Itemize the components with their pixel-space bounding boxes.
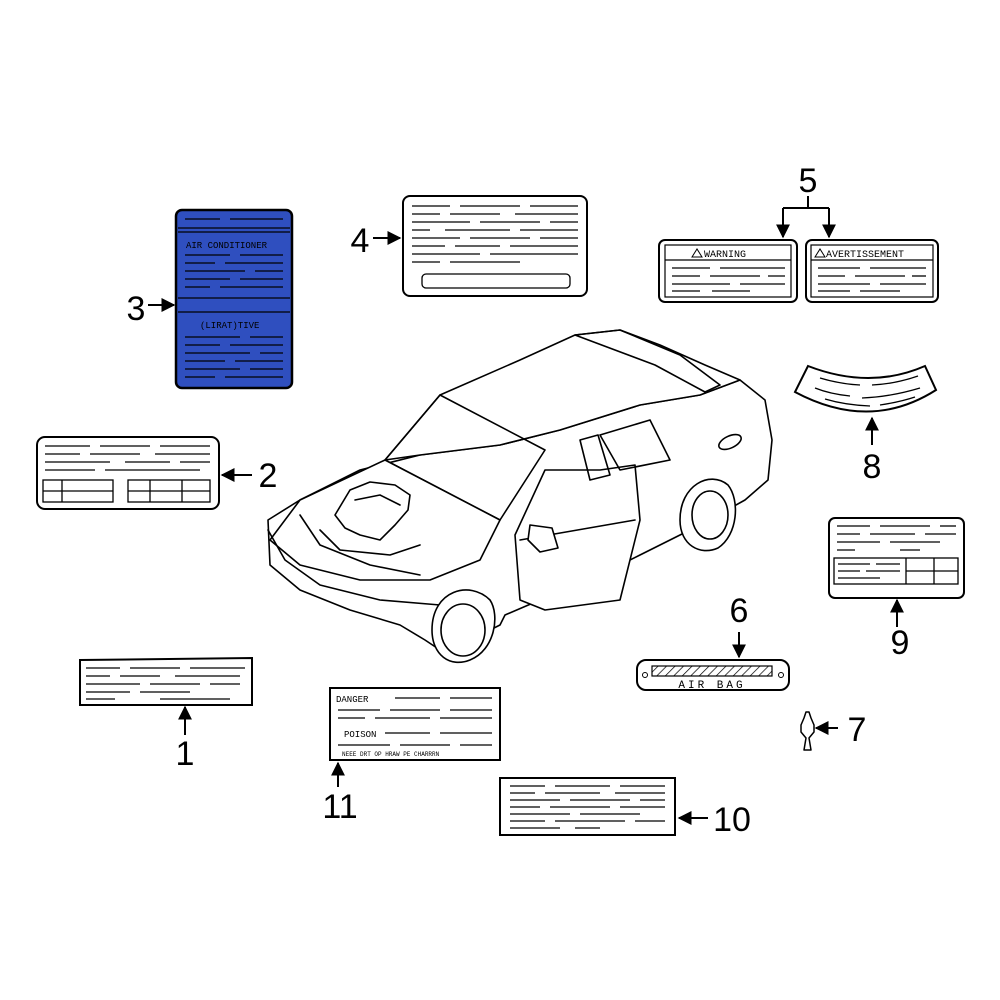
callout-1: 1: [176, 735, 195, 773]
callout-6: 6: [730, 592, 749, 630]
callout-8: 8: [863, 448, 882, 486]
label11-footer-text: NEEE DRT OP HRAW PE CHARRRN: [342, 751, 440, 758]
callout-2: 2: [259, 457, 278, 495]
callout-5-arrows: [776, 196, 836, 239]
callout-4: 4: [351, 222, 370, 260]
label-3-air-conditioner[interactable]: AIR CONDITIONER (LIRAT)TIVE: [174, 208, 294, 390]
callout-9: 9: [891, 624, 910, 662]
avertissement-text: AVERTISSEMENT: [826, 250, 904, 261]
warning-text: WARNING: [704, 250, 746, 261]
label-6-air-bag[interactable]: AIR BAG: [636, 659, 790, 692]
label-5-warning[interactable]: WARNING: [658, 239, 798, 303]
label-4[interactable]: [402, 195, 588, 297]
label-11[interactable]: DANGER POISON NEEE DRT OP HRAW PE CHARRR…: [329, 687, 501, 761]
car-illustration: [267, 329, 773, 664]
callout-5: 5: [799, 162, 818, 200]
danger-text: DANGER: [336, 695, 369, 705]
air-bag-text: AIR BAG: [678, 680, 745, 692]
label-5-avertissement[interactable]: AVERTISSEMENT: [805, 239, 939, 303]
label-9[interactable]: [828, 517, 965, 599]
callout-7: 7: [848, 711, 867, 749]
callout-11: 11: [322, 788, 357, 826]
label-1[interactable]: [79, 656, 253, 706]
part-7-clip[interactable]: [800, 711, 815, 751]
label-10[interactable]: [499, 777, 676, 836]
callout-3: 3: [127, 290, 146, 328]
poison-text: POISON: [344, 730, 376, 740]
label-8[interactable]: [793, 364, 938, 413]
callout-10: 10: [713, 801, 751, 839]
refrigerant-text: (LIRAT)TIVE: [200, 321, 259, 331]
air-conditioner-text: AIR CONDITIONER: [186, 241, 268, 251]
label-2[interactable]: [36, 436, 220, 510]
